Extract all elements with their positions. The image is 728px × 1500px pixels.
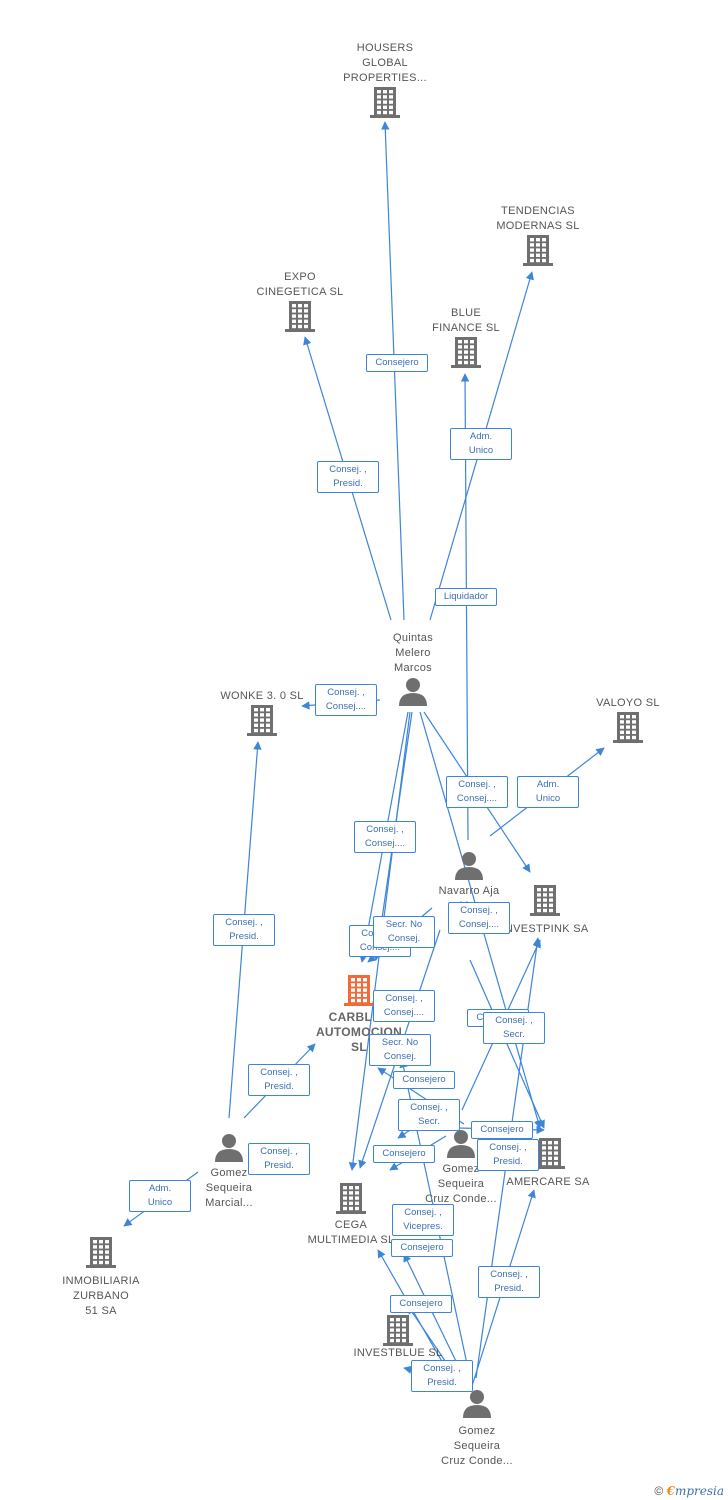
- company-icon[interactable]: [247, 705, 277, 736]
- edge-role-label[interactable]: Consej. , Presid.: [411, 1360, 473, 1392]
- brand-logo[interactable]: €mpresia: [666, 1484, 724, 1498]
- company-icon[interactable]: [383, 1315, 413, 1346]
- edge-role-label[interactable]: Adm. Unico: [129, 1180, 191, 1212]
- person-icon[interactable]: [463, 1390, 491, 1418]
- node-label-tendencias[interactable]: TENDENCIAS MODERNAS SL: [496, 205, 580, 232]
- edge-role-label[interactable]: Consej. , Presid.: [317, 461, 379, 493]
- edge-role-label[interactable]: Consej. , Consej....: [446, 776, 508, 808]
- node-label-blue[interactable]: BLUE FINANCE SL: [432, 307, 500, 334]
- node-label-wonke[interactable]: WONKE 3. 0 SL: [220, 690, 304, 702]
- edges-layer: [123, 121, 605, 1387]
- node-label-valoyo[interactable]: VALOYO SL: [596, 697, 660, 709]
- edge-role-label[interactable]: Consej. , Vicepres.: [392, 1204, 454, 1236]
- edge-role-label[interactable]: Consejero: [391, 1239, 453, 1257]
- node-label-gomez_cruz2[interactable]: Gomez Sequeira Cruz Conde...: [441, 1425, 513, 1467]
- edge-role-label[interactable]: Consej. , Secr.: [398, 1099, 460, 1131]
- person-icon[interactable]: [455, 852, 483, 880]
- copyright-symbol: ©: [654, 1484, 664, 1498]
- edge-role-label[interactable]: Consej. , Consej....: [315, 684, 377, 716]
- edge-role-label[interactable]: Consej. , Consej....: [373, 990, 435, 1022]
- node-label-inmobiliaria[interactable]: INMOBILIARIA ZURBANO 51 SA: [62, 1275, 140, 1317]
- company-icon[interactable]: [370, 87, 400, 118]
- edge-role-label[interactable]: Consej. , Consej....: [448, 902, 510, 934]
- edge-role-label[interactable]: Consej. , Presid.: [213, 914, 275, 946]
- edge-line: [469, 959, 545, 1129]
- company-icon[interactable]: [451, 337, 481, 368]
- person-icon[interactable]: [215, 1134, 243, 1162]
- copyright-notice: © €mpresia: [654, 1484, 724, 1498]
- edge-role-label[interactable]: Consej. , Consej....: [354, 821, 416, 853]
- edge-role-label[interactable]: Consejero: [366, 354, 428, 372]
- edge-role-label[interactable]: Consej. , Presid.: [248, 1064, 310, 1096]
- node-label-housers[interactable]: HOUSERS GLOBAL PROPERTIES...: [343, 42, 427, 84]
- node-label-quintas[interactable]: Quintas Melero Marcos: [392, 632, 434, 674]
- company-icon[interactable]: [523, 235, 553, 266]
- node-label-expo[interactable]: EXPO CINEGETICA SL: [256, 271, 344, 298]
- edge-role-label[interactable]: Consejero: [373, 1145, 435, 1163]
- company-icon[interactable]: [285, 301, 315, 332]
- company-icon[interactable]: [86, 1237, 116, 1268]
- edge-role-label[interactable]: Liquidador: [435, 588, 497, 606]
- person-icon[interactable]: [399, 678, 427, 706]
- edge-role-label[interactable]: Secr. No Consej.: [373, 916, 435, 948]
- edge-role-label[interactable]: Consej. , Presid.: [248, 1143, 310, 1175]
- company-icon[interactable]: [535, 1138, 565, 1169]
- edge-role-label[interactable]: Consejero: [393, 1071, 455, 1089]
- node-label-investblue[interactable]: INVESTBLUE SL: [353, 1347, 443, 1359]
- person-icon[interactable]: [447, 1130, 475, 1158]
- node-label-gomez_marcial[interactable]: Gomez Sequeira Marcial...: [205, 1167, 253, 1209]
- edge-role-label[interactable]: Consej. , Secr.: [483, 1012, 545, 1044]
- company-icon[interactable]: [613, 712, 643, 743]
- company-icon[interactable]: [336, 1183, 366, 1214]
- node-label-amercare[interactable]: AMERCARE SA: [506, 1176, 590, 1188]
- company-icon[interactable]: [530, 885, 560, 916]
- edge-role-label[interactable]: Consejero: [471, 1121, 533, 1139]
- edge-role-label[interactable]: Secr. No Consej.: [369, 1034, 431, 1066]
- focus-company-icon[interactable]: [344, 975, 374, 1006]
- edge-role-label[interactable]: Adm. Unico: [450, 428, 512, 460]
- edge-role-label[interactable]: Consejero: [390, 1295, 452, 1313]
- node-label-gomez_cruz1[interactable]: Gomez Sequeira Cruz Conde...: [425, 1163, 497, 1205]
- edge-role-label[interactable]: Adm. Unico: [517, 776, 579, 808]
- icons-layer: [86, 87, 643, 1418]
- node-label-investpink[interactable]: INVESTPINK SA: [501, 923, 589, 935]
- edge-role-label[interactable]: Consej. , Presid.: [478, 1266, 540, 1298]
- edge-role-label[interactable]: Consej. , Presid.: [477, 1139, 539, 1171]
- node-label-cega[interactable]: CEGA MULTIMEDIA SL: [307, 1219, 395, 1246]
